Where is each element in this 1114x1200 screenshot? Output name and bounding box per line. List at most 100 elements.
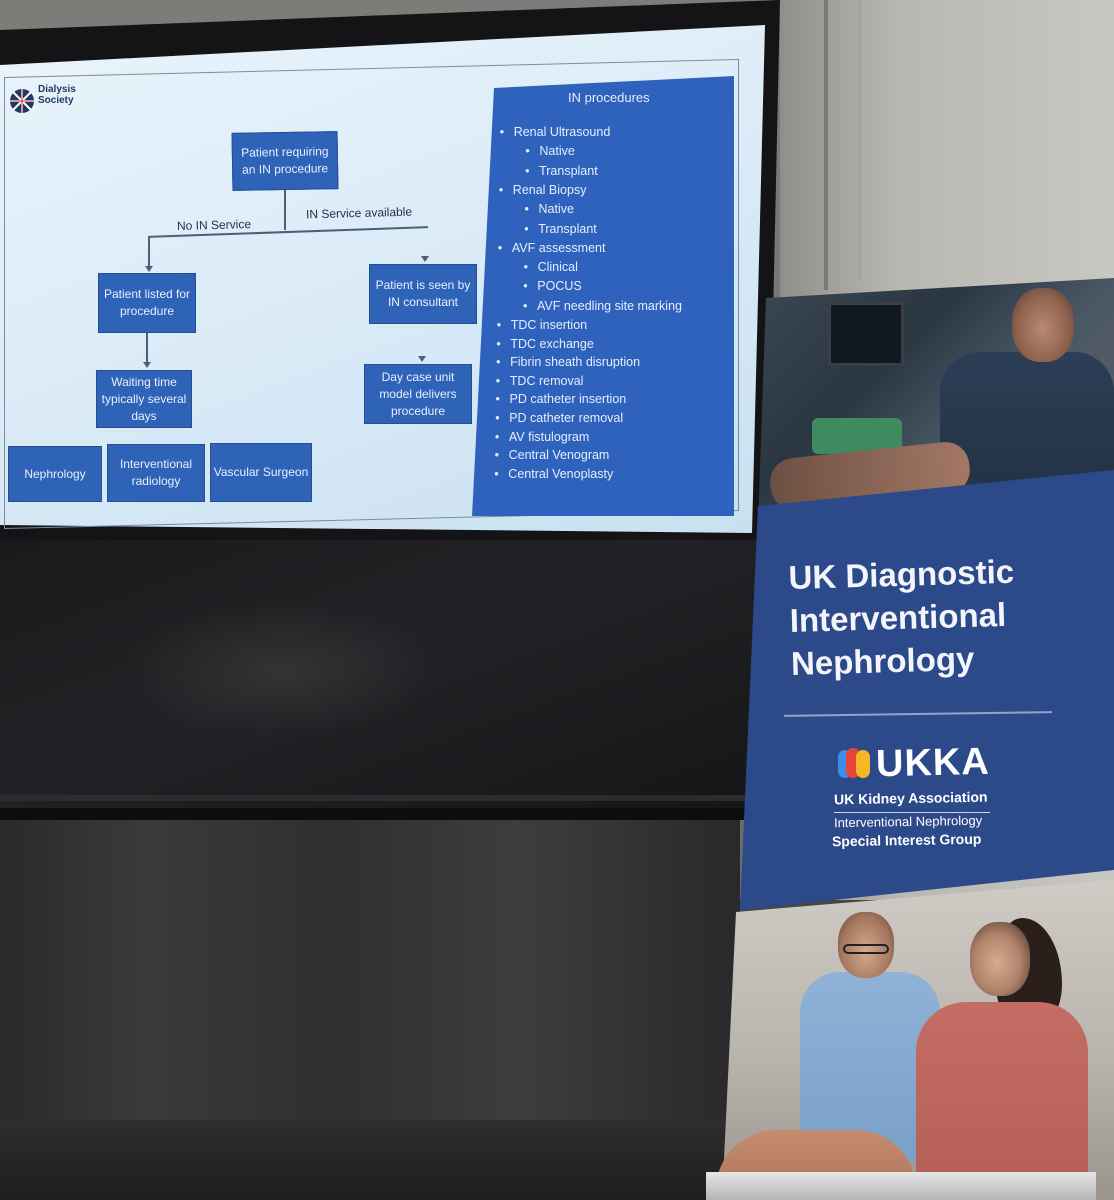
- specialty-box-interventional-radiology: Interventional radiology: [107, 444, 205, 502]
- flow-label-service-available: IN Service available: [305, 204, 413, 222]
- flow-connector: [284, 190, 286, 230]
- procedure-label: Transplant: [538, 221, 597, 236]
- procedure-item: • PD catheter removal: [495, 411, 623, 425]
- procedure-label: Clinical: [537, 260, 578, 275]
- procedure-label: TDC insertion: [510, 318, 588, 332]
- procedure-label: Central Venoplasty: [508, 466, 614, 481]
- flow-box-start: Patient requiring an IN procedure: [231, 131, 339, 191]
- trainee-female-head: [970, 922, 1030, 996]
- procedure-label: Fibrin sheath disruption: [510, 355, 641, 370]
- specialty-box-nephrology: Nephrology: [8, 446, 102, 502]
- bullet-icon: •: [494, 448, 499, 463]
- procedure-label: Transplant: [539, 163, 598, 178]
- ultrasound-monitor: [828, 302, 904, 366]
- wall-panel-seam-2: [858, 0, 861, 280]
- procedure-item: • TDC insertion: [497, 318, 587, 332]
- procedure-label: Central Venogram: [508, 448, 610, 463]
- dialysis-society-logo-icon: [10, 89, 34, 113]
- dialysis-society-logo-text: Dialysis Society: [38, 84, 76, 106]
- flow-box-waiting: Waiting time typically several days: [96, 370, 192, 428]
- ukka-org-name: UK Kidney Association: [833, 788, 988, 808]
- procedure-item: • Transplant: [524, 222, 597, 236]
- bullet-icon: •: [525, 163, 530, 178]
- procedure-label: PD catheter insertion: [509, 392, 627, 407]
- bullet-icon: •: [523, 298, 528, 313]
- bullet-icon: •: [496, 336, 501, 351]
- bullet-icon: •: [524, 221, 529, 236]
- specialty-box-vascular-surgeon: Vascular Surgeon: [210, 443, 312, 502]
- procedure-label: Native: [539, 144, 575, 159]
- screen-reflection: [120, 600, 440, 740]
- procedure-item: • AV fistulogram: [495, 430, 589, 444]
- procedure-label: Renal Ultrasound: [513, 125, 611, 139]
- bullet-icon: •: [494, 429, 500, 444]
- bullet-icon: •: [523, 260, 528, 275]
- trainee-female-figure: [916, 1002, 1088, 1200]
- bullet-icon: •: [495, 373, 501, 388]
- banner-heading-line: Nephrology: [790, 639, 975, 682]
- procedure-item: • Renal Ultrasound: [500, 125, 611, 139]
- ukka-kidney-logo-icon: [838, 748, 870, 778]
- lower-screen-off: [0, 540, 760, 820]
- table-cloth: [0, 820, 740, 1140]
- flow-arrow-icon: [418, 356, 426, 362]
- banner-stand-base: [706, 1172, 1096, 1200]
- ukka-divider: [834, 812, 990, 813]
- bullet-icon: •: [495, 392, 500, 407]
- bullet-icon: •: [499, 125, 505, 139]
- bullet-icon: •: [494, 466, 499, 481]
- banner-title-panel: [740, 470, 1114, 910]
- procedure-label: AVF needling site marking: [537, 298, 682, 313]
- procedure-item: • TDC exchange: [496, 337, 593, 351]
- procedures-list: • Renal Ultrasound • Native • Transplant • Rena…: [472, 76, 734, 516]
- procedure-item: • AVF assessment: [498, 241, 606, 255]
- bullet-icon: •: [496, 318, 502, 332]
- procedure-item: • AVF needling site marking: [523, 299, 682, 313]
- procedure-label: PD catheter removal: [509, 411, 624, 425]
- flow-arrow-icon: [421, 256, 429, 262]
- clinician-head: [1012, 288, 1074, 362]
- bullet-icon: •: [497, 240, 503, 255]
- bullet-icon: •: [525, 144, 530, 159]
- procedure-item: • Native: [525, 144, 574, 158]
- procedure-item: • Central Venogram: [495, 448, 610, 462]
- procedures-title: IN procedures: [568, 90, 650, 105]
- flow-arrow-icon: [145, 266, 153, 272]
- procedure-item: • Transplant: [525, 164, 598, 178]
- procedure-label: POCUS: [537, 279, 582, 294]
- glasses-icon: [843, 944, 889, 954]
- banner-heading: UK Diagnostic Interventional Nephrology: [788, 547, 1101, 685]
- procedure-item: • Renal Biopsy: [499, 183, 587, 197]
- procedure-item: • Fibrin sheath disruption: [496, 355, 640, 369]
- bullet-icon: •: [496, 355, 501, 370]
- flow-arrow-icon: [143, 362, 151, 368]
- ukka-logo-text: UKKA: [875, 740, 991, 786]
- bullet-icon: •: [495, 411, 500, 425]
- wall-panel-seam: [824, 0, 828, 290]
- procedures-panel: IN procedures • Renal Ultrasound • Native • T…: [472, 76, 734, 516]
- procedure-label: TDC removal: [509, 373, 584, 388]
- bullet-icon: •: [524, 202, 529, 217]
- procedure-label: AV fistulogram: [508, 429, 590, 444]
- ukka-group-line1: Interventional Nephrology: [833, 812, 983, 831]
- flow-box-daycase: Day case unit model delivers procedure: [364, 364, 472, 424]
- flow-box-seen: Patient is seen by IN consultant: [369, 264, 477, 324]
- procedure-label: Renal Biopsy: [512, 182, 587, 197]
- procedure-label: AVF assessment: [511, 240, 606, 255]
- procedure-item: • TDC removal: [496, 374, 584, 388]
- procedure-label: Native: [538, 202, 574, 217]
- flow-box-listed: Patient listed for procedure: [98, 273, 196, 333]
- screen-bezel: [0, 795, 760, 801]
- flow-connector: [148, 236, 150, 268]
- ukka-group-line2: Special Interest Group: [831, 830, 982, 850]
- procedure-item: • PD catheter insertion: [496, 392, 627, 406]
- procedure-item: • Central Venoplasty: [494, 467, 613, 481]
- bullet-icon: •: [498, 182, 504, 197]
- flow-label-no-service: No IN Service: [176, 217, 252, 233]
- procedure-label: TDC exchange: [510, 336, 594, 351]
- bullet-icon: •: [523, 279, 528, 294]
- flow-connector: [146, 333, 148, 363]
- procedure-item: • POCUS: [523, 279, 581, 293]
- procedure-item: • Clinical: [524, 260, 578, 274]
- procedure-item: • Native: [525, 202, 574, 216]
